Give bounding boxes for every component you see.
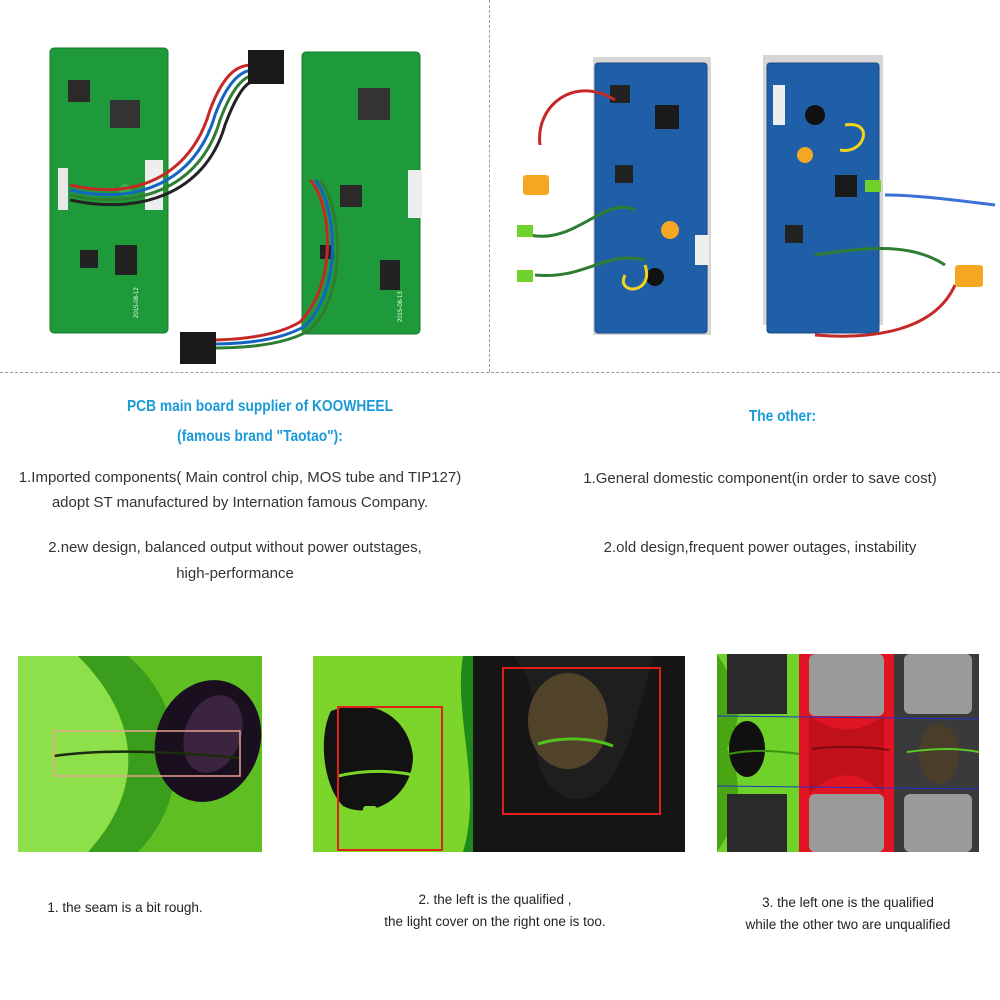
- caption-3-line2: while the other two are unqualified: [745, 917, 951, 932]
- guide-line-top: [717, 715, 979, 720]
- connector-bottom: [180, 332, 216, 364]
- terminal-green-1: [517, 225, 533, 237]
- seam-photo: [18, 656, 262, 852]
- board-gray: [894, 654, 979, 852]
- right-point2: 2.old design,frequent power outages, ins…: [603, 539, 917, 556]
- vertical-divider: [489, 0, 490, 372]
- blue-pcb-wires: [529, 89, 996, 338]
- light-cover-highlight-box: [502, 667, 661, 815]
- terminal-green-2: [517, 270, 533, 282]
- blue-pcb-board-left: [593, 57, 711, 335]
- left-title-line1: PCB main board supplier of KOOWHEEL: [126, 398, 394, 415]
- green-pcb-photo: 2015-08-12 2015-08-13: [49, 47, 422, 364]
- wire-harness-top: [69, 63, 259, 207]
- horizontal-divider: [0, 372, 1000, 373]
- three-boards-photo: [717, 654, 979, 852]
- left-point2-line1: 2.new design, balanced output without po…: [48, 539, 422, 556]
- blue-pcb-photo: [517, 55, 996, 338]
- qualified-highlight-box: [337, 706, 443, 851]
- left-point1-line2: adopt ST manufactured by Internation fam…: [51, 494, 429, 511]
- seam-highlight-box: [53, 730, 241, 777]
- board-green: [717, 654, 800, 852]
- comparison-photo: [313, 656, 685, 852]
- board1-code: 2015-08-12: [134, 287, 140, 318]
- xt60-connector-left: [523, 175, 549, 195]
- left-title-line2: (famous brand "Taotao"):: [177, 428, 343, 445]
- wire-harness-bottom: [204, 178, 339, 350]
- board-red: [799, 654, 894, 852]
- board2-code: 2015-08-13: [398, 291, 404, 322]
- xt60-connector-right: [955, 265, 983, 287]
- guide-line-bottom: [717, 785, 979, 790]
- left-point2-line2: high-performance: [176, 565, 294, 582]
- right-point1: 1.General domestic component(in order to…: [583, 470, 937, 487]
- connector-top: [248, 50, 284, 84]
- blue-pcb-board-right: [763, 55, 883, 334]
- caption-2-line1: 2. the left is the qualified ,: [418, 892, 572, 907]
- terminal-green-3: [865, 180, 881, 192]
- caption-3-line1: 3. the left one is the qualified: [762, 895, 934, 910]
- caption-1: 1. the seam is a bit rough.: [47, 900, 203, 915]
- caption-2-line2: the light cover on the right one is too.: [384, 914, 606, 929]
- right-title: The other:: [748, 408, 817, 425]
- left-point1-line1: 1.Imported components( Main control chip…: [18, 469, 462, 486]
